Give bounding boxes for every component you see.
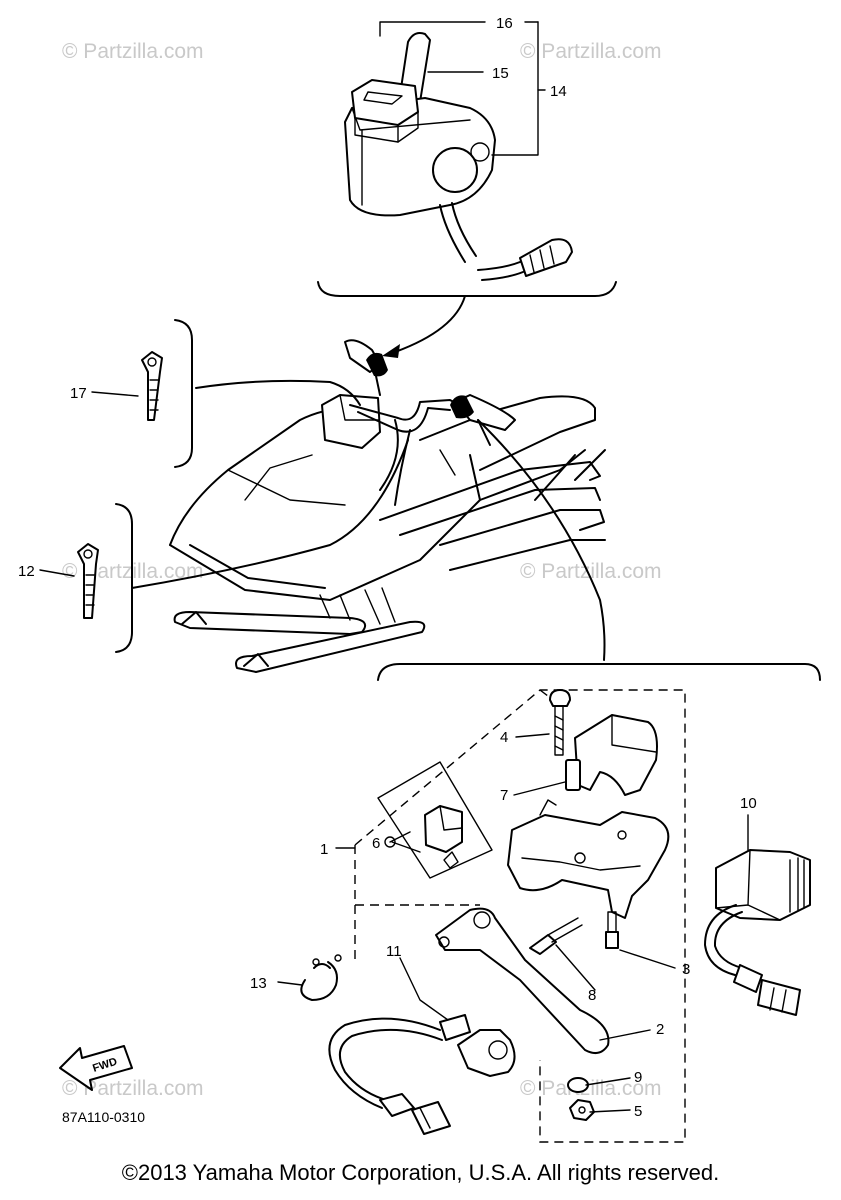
brake-lever-assembly bbox=[277, 663, 821, 1143]
fwd-arrow-icon: FWD bbox=[59, 1045, 133, 1091]
watermark-bottom-right: © Partzilla.com bbox=[520, 1077, 662, 1100]
part-label-3: 3 bbox=[682, 961, 690, 978]
part-label-17: 17 bbox=[70, 385, 87, 402]
cable-tie-17-group bbox=[91, 319, 193, 468]
part-label-14: 14 bbox=[550, 83, 567, 100]
part-label-6: 6 bbox=[372, 835, 380, 852]
part-label-15: 15 bbox=[492, 65, 509, 82]
parts-diagram: © Partzilla.com © Partzilla.com © Partzi… bbox=[18, 15, 821, 1143]
watermark-bottom-left: © Partzilla.com bbox=[62, 1077, 204, 1100]
part-label-2: 2 bbox=[656, 1021, 664, 1038]
part-label-12: 12 bbox=[18, 563, 35, 580]
snowmobile-illustration bbox=[131, 339, 606, 673]
part-label-16: 16 bbox=[496, 15, 513, 32]
part-label-11: 11 bbox=[386, 943, 402, 960]
part-label-9: 9 bbox=[634, 1069, 642, 1086]
cable-tie-12-group bbox=[39, 503, 133, 653]
watermark-mid-right: © Partzilla.com bbox=[520, 560, 662, 583]
part-label-4: 4 bbox=[500, 729, 508, 746]
part-label-10: 10 bbox=[740, 795, 757, 812]
part-label-5: 5 bbox=[634, 1103, 642, 1120]
watermark-top-right: © Partzilla.com bbox=[520, 40, 662, 63]
throttle-housing-assembly bbox=[317, 21, 617, 297]
watermark-top-left: © Partzilla.com bbox=[62, 40, 204, 63]
part-label-7: 7 bbox=[500, 787, 508, 804]
callout-arrow-top bbox=[394, 295, 466, 353]
part-label-13: 13 bbox=[250, 975, 267, 992]
diagram-code: 87A110-0310 bbox=[62, 1109, 145, 1125]
watermarks: © Partzilla.com © Partzilla.com © Partzi… bbox=[62, 40, 662, 1100]
part-labels: 16 15 14 17 12 4 7 10 1 6 11 3 13 8 2 9 … bbox=[18, 15, 757, 1120]
copyright-footer: ©2013 Yamaha Motor Corporation, U.S.A. A… bbox=[121, 1160, 720, 1185]
part-label-8: 8 bbox=[588, 987, 596, 1004]
part-label-1: 1 bbox=[320, 841, 328, 858]
